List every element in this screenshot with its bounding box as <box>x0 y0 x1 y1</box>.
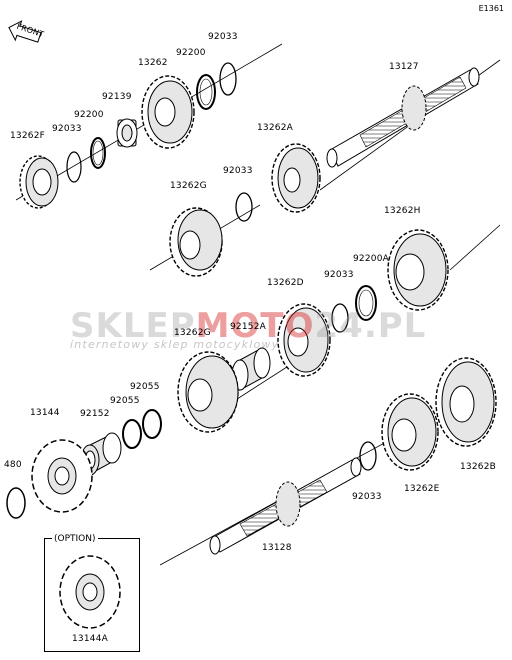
part-label: 13262 <box>138 58 168 68</box>
part-label: 92055 <box>110 396 140 406</box>
shaft-13127 <box>326 67 480 168</box>
part-label: 92200A <box>353 254 389 264</box>
part-label: 92033 <box>324 270 354 280</box>
diagram-code: E1361 <box>478 4 504 13</box>
part-label: 13262B <box>460 462 497 472</box>
part-label: 13262F <box>10 131 46 141</box>
part-label: 13262E <box>404 484 440 494</box>
watermark-brand-mid: MOTO <box>195 306 315 346</box>
part-label: 92200 <box>74 110 104 120</box>
sprocket-13144A <box>59 555 121 629</box>
part-label: 13262G <box>170 181 207 191</box>
part-label: 13262A <box>257 123 293 133</box>
watermark-brand-left: SKLEP <box>70 306 196 346</box>
ring-92200-left <box>90 137 106 169</box>
ring-92033-lower <box>359 441 377 471</box>
shaft-13128 <box>209 457 362 555</box>
ring-92200-top <box>196 74 216 110</box>
part-label: 13262G <box>174 328 211 338</box>
gear-13262A <box>271 143 321 213</box>
ring-92033-mid <box>235 192 253 222</box>
part-label: 92033 <box>208 32 238 42</box>
part-label: 13262H <box>384 206 421 216</box>
part-label: 92055 <box>130 382 160 392</box>
bushing-92152 <box>80 432 122 476</box>
front-arrow-icon <box>8 20 42 43</box>
watermark-brand-right: 24.PL <box>314 306 427 346</box>
bushing-92152A <box>231 347 271 391</box>
gear-13262G-upper <box>169 207 223 277</box>
gear-13262D <box>277 303 331 377</box>
gear-13262H <box>387 229 449 311</box>
watermark-tagline: internetowy sklep motocyklowy <box>70 338 280 351</box>
sprocket-13144 <box>31 439 93 513</box>
part-label: 13144A <box>72 634 108 644</box>
gear-13262F <box>19 155 59 209</box>
bearing-92139 <box>116 118 138 148</box>
part-label: 92152A <box>230 322 266 332</box>
ring-92200A <box>355 285 377 321</box>
ring-92033-top <box>219 62 237 96</box>
part-label: 13128 <box>262 543 292 553</box>
part-label: 92033 <box>352 492 382 502</box>
gear-13262B <box>435 357 497 447</box>
circlip-480 <box>6 487 26 519</box>
part-label: 92033 <box>223 166 253 176</box>
part-label: 92139 <box>102 92 132 102</box>
part-label: 480 <box>4 460 22 470</box>
gear-13262E <box>381 393 439 471</box>
option-label: (OPTION) <box>52 534 98 544</box>
part-label: 13127 <box>389 62 419 72</box>
ring-92033-left <box>66 151 82 183</box>
gear-13262 <box>141 75 195 149</box>
part-label: 13144 <box>30 408 60 418</box>
part-label: 92200 <box>176 48 206 58</box>
ring-92055-b <box>122 419 142 449</box>
gear-13262G-lower <box>177 351 239 433</box>
watermark-brand: SKLEPMOTO24.PL <box>70 306 426 346</box>
ring-92055-a <box>142 409 162 439</box>
ring-92033-right <box>331 303 349 333</box>
part-label: 13262D <box>267 278 304 288</box>
part-label: 92033 <box>52 124 82 134</box>
part-label: 92152 <box>80 409 110 419</box>
